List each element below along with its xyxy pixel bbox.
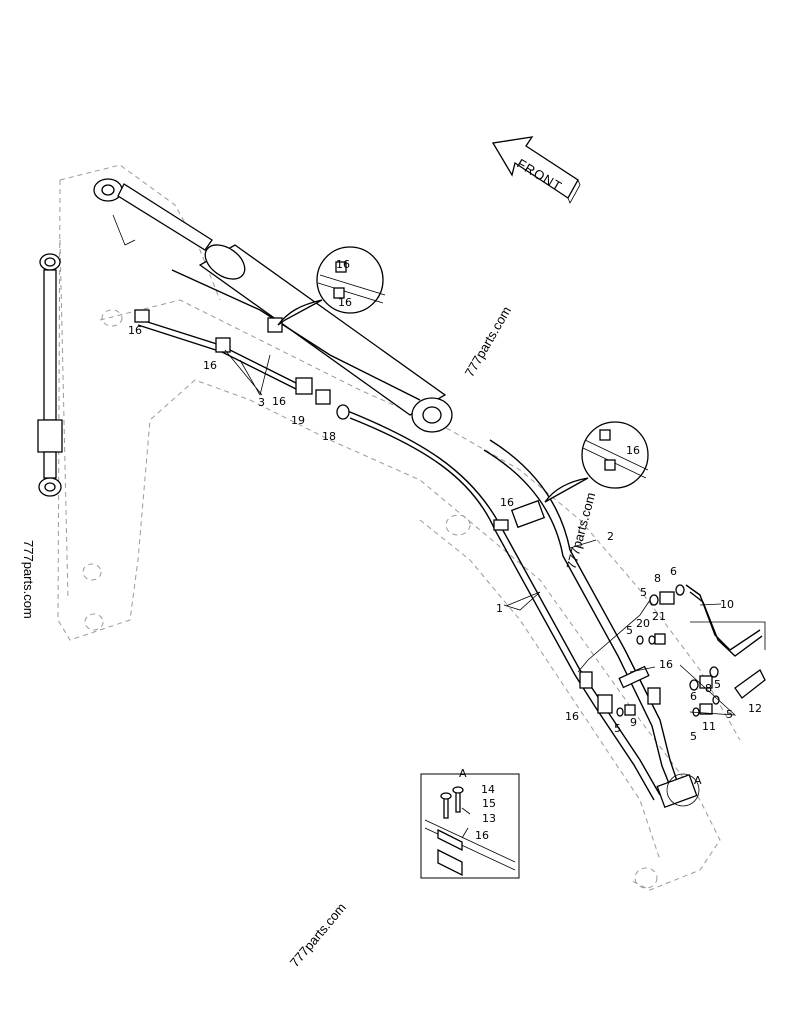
part-label-9: 9 [630,716,637,729]
exploded-fittings [577,584,766,717]
part-label-16b: 16 [338,296,352,309]
part-label-6a: 6 [670,565,677,578]
front-arrow: FRONT [491,136,581,204]
part-label-16g: 16 [500,496,514,509]
boom-cylinder [93,178,453,433]
part-label-16f: 16 [626,444,640,457]
inset-title: A [459,767,467,780]
part-label-21: 21 [652,610,666,623]
part-label-16d: 16 [203,359,217,372]
part-label-15: 15 [482,797,496,810]
detail-marker: A [666,773,702,807]
hose-pipes [134,269,681,801]
part-label-3: 3 [258,396,265,409]
part-label-16h: 16 [659,658,673,671]
part-label-12: 12 [748,702,762,715]
boom-outline [57,164,741,891]
part-label-5d: 5 [714,678,721,691]
part-label-5a: 5 [640,586,647,599]
part-label-5c: 5 [614,722,621,735]
detail-marker-label: A [694,774,702,787]
part-label-13: 13 [482,812,496,825]
watermark-left: 777parts.com [21,540,36,619]
part-label-1: 1 [496,602,503,615]
part-label-8a: 8 [654,572,661,585]
detail-callout-lower [544,421,649,503]
part-label-5e: 5 [690,730,697,743]
part-label-11: 11 [702,720,716,733]
part-label-16a: 16 [336,258,350,271]
part-label-19: 19 [291,414,305,427]
part-label-14: 14 [481,783,495,796]
arm-cylinder [37,253,63,497]
part-label-5b: 5 [626,624,633,637]
part-label-16e: 16 [272,395,286,408]
watermark-center: 777parts.com [462,304,514,380]
part-label-10: 10 [720,598,734,611]
part-label-2: 2 [607,530,614,543]
watermark-bottom: 777parts.com [287,900,349,970]
part-label-16c: 16 [128,324,142,337]
part-label-16j: 16 [475,829,489,842]
part-label-5f: 5 [726,708,733,721]
leader-lines [224,349,722,839]
part-labels: 1 2 3 5 5 5 5 5 5 6 6 8 8 9 10 11 12 13 … [128,258,762,842]
part-label-18: 18 [322,430,336,443]
part-label-6b: 6 [690,690,697,703]
clamps [134,309,698,808]
watermark-right: 777parts.com [563,491,598,571]
detail-callout-upper [277,246,386,326]
part-label-16i: 16 [565,710,579,723]
part-label-8b: 8 [705,682,712,695]
inset-detail-a: A [420,767,520,879]
part-label-20: 20 [636,617,650,630]
